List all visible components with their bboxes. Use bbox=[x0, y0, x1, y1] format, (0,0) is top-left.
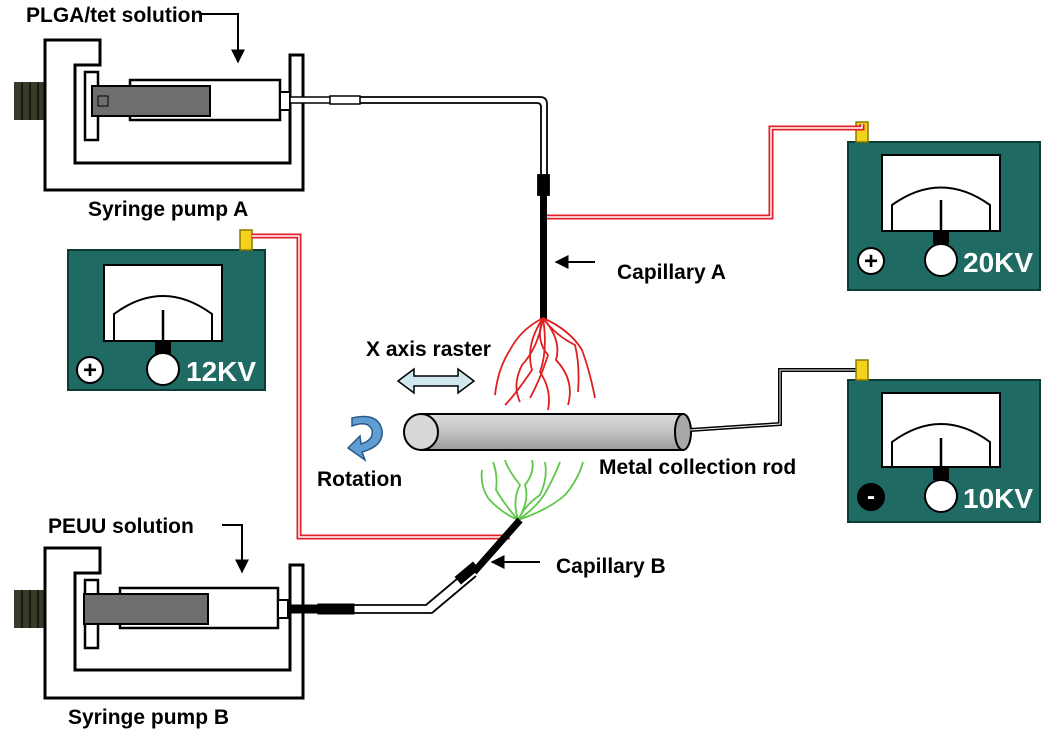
pump-b-frame bbox=[43, 546, 305, 700]
capillary-a-label: Capillary A bbox=[617, 261, 726, 284]
polarity-b-sign: + bbox=[83, 357, 97, 384]
rod-ground-wire bbox=[689, 366, 864, 432]
terminal-b-icon bbox=[239, 229, 253, 251]
tubing-b bbox=[354, 567, 477, 614]
power-supply-b: + 12KV bbox=[67, 229, 266, 391]
tubing-a bbox=[360, 96, 550, 196]
x-axis-raster-label: X axis raster bbox=[366, 338, 491, 361]
polarity-a-icon bbox=[857, 247, 885, 275]
rotation-arrow-icon bbox=[346, 415, 383, 463]
voltmeter-a-icon bbox=[881, 154, 1001, 244]
power-supply-a: + 20KV bbox=[847, 121, 1041, 291]
syringe-pump-a-label: Syringe pump A bbox=[88, 198, 248, 221]
metal-collection-rod-label: Metal collection rod bbox=[599, 456, 796, 479]
syringe-pump-a bbox=[14, 38, 361, 192]
capillary-b bbox=[471, 517, 523, 575]
voltage-c-label: 10KV bbox=[963, 483, 1033, 514]
terminal-c-icon bbox=[855, 359, 869, 381]
dial-c-icon bbox=[924, 479, 958, 513]
x-axis-raster-arrow-icon bbox=[396, 367, 476, 395]
pump-a-knob-icon bbox=[14, 82, 48, 120]
peuu-solution-label: PEUU solution bbox=[48, 515, 194, 538]
polarity-c-icon bbox=[857, 483, 885, 511]
pump-a-syringe-plunger bbox=[91, 85, 211, 117]
pump-b-knob-icon bbox=[14, 590, 48, 628]
syringe-pump-b bbox=[14, 546, 355, 700]
metal-collection-rod bbox=[403, 413, 692, 451]
dial-a-icon bbox=[924, 243, 958, 277]
rotation-label: Rotation bbox=[317, 468, 402, 491]
polarity-b-icon bbox=[76, 356, 104, 384]
dial-b-icon bbox=[146, 352, 180, 386]
polarity-c-sign: - bbox=[867, 483, 875, 510]
pump-b-syringe-plunger bbox=[83, 593, 209, 625]
plga-label-pointer bbox=[200, 13, 245, 64]
power-supply-c: - 10KV bbox=[847, 359, 1041, 523]
voltmeter-b-icon bbox=[103, 264, 223, 354]
hv-wire-a bbox=[547, 124, 865, 220]
fibers-b bbox=[480, 459, 584, 521]
peuu-label-pointer bbox=[222, 524, 249, 574]
capillary-a bbox=[540, 195, 547, 320]
pump-a-frame bbox=[43, 38, 305, 192]
voltmeter-c-icon bbox=[881, 392, 1001, 480]
polarity-a-sign: + bbox=[864, 248, 878, 275]
syringe-pump-b-label: Syringe pump B bbox=[68, 706, 229, 729]
fibers-a bbox=[494, 317, 596, 411]
hv-wire-b bbox=[252, 233, 510, 540]
voltage-b-label: 12KV bbox=[186, 356, 256, 387]
capillary-b-label: Capillary B bbox=[556, 555, 666, 578]
plga-solution-label: PLGA/tet solution bbox=[26, 4, 203, 27]
voltage-a-label: 20KV bbox=[963, 247, 1033, 278]
